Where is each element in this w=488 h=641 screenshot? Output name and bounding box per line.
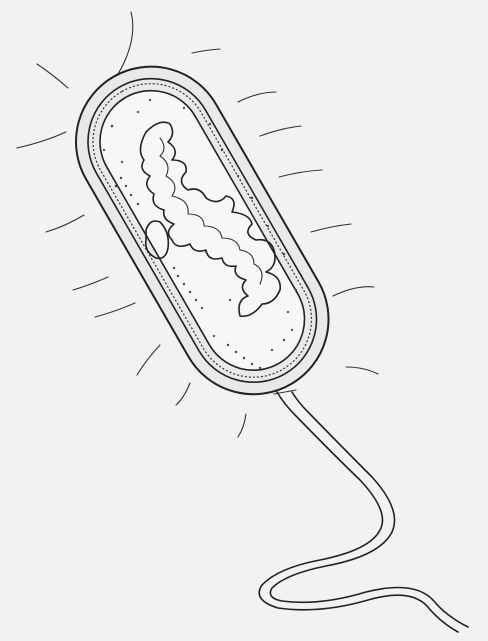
pilus	[95, 303, 135, 317]
pilus	[260, 126, 301, 136]
pilus	[37, 64, 68, 88]
pilus	[46, 215, 84, 232]
pilus	[73, 277, 108, 290]
flagellum	[259, 390, 468, 632]
pilus	[279, 170, 322, 177]
pilus	[137, 345, 160, 375]
pilus	[333, 287, 374, 296]
pilus	[311, 224, 351, 232]
pilus	[176, 383, 190, 405]
pilus	[17, 132, 66, 148]
pilus	[346, 367, 378, 374]
pilus	[192, 49, 220, 53]
pilus	[238, 92, 276, 102]
pilus	[238, 414, 246, 437]
pilus	[118, 12, 133, 74]
